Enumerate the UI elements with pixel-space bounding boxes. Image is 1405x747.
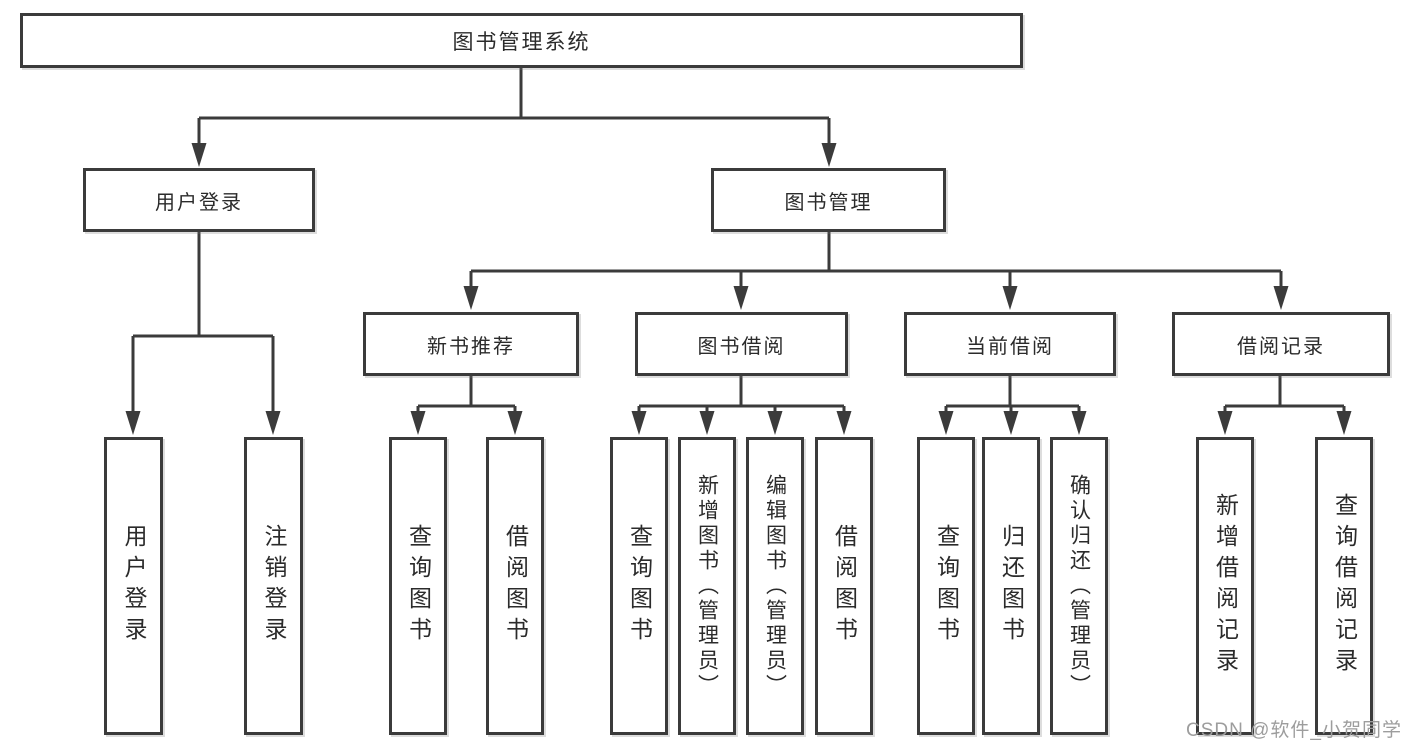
arrowhead (1071, 411, 1087, 435)
arrowhead (631, 411, 647, 435)
node-borrow-records: 借阅记录 (1172, 312, 1390, 376)
leaf-current-query-books: 查询图书 (917, 437, 975, 735)
csdn-watermark: CSDN @软件_小贺同学 (1186, 720, 1402, 741)
leaf-newbook-borrow-books: 借阅图书 (486, 437, 544, 735)
node-new-book-recommend: 新书推荐 (363, 312, 579, 376)
leaf-logout: 注销登录 (244, 437, 303, 735)
arrowhead (191, 143, 207, 167)
leaf-newbook-query-books: 查询图书 (389, 437, 447, 735)
arrowhead (767, 411, 783, 435)
arrowhead (410, 411, 426, 435)
node-current-borrow: 当前借阅 (904, 312, 1116, 376)
connector-book-management-to-level3 (469, 232, 1283, 290)
arrowheads (125, 143, 1352, 435)
arrowhead (733, 286, 749, 310)
connector-borrow-records-to-leaves (1223, 376, 1346, 414)
connector-book-borrow-to-leaves (637, 376, 846, 414)
arrowhead (507, 411, 523, 435)
connector-new-book-recommend-to-leaves (416, 376, 517, 414)
leaf-borrow-add-books-admin: 新增图书（管理员） (678, 437, 736, 735)
arrowhead (463, 286, 479, 310)
arrowhead (1003, 411, 1019, 435)
node-book-borrow: 图书借阅 (635, 312, 848, 376)
leaf-current-return-books: 归还图书 (982, 437, 1040, 735)
connector-current-borrow-to-leaves (944, 376, 1081, 414)
arrowhead (1273, 286, 1289, 310)
arrowhead (1217, 411, 1233, 435)
connector-user-login-to-leaves (131, 232, 275, 414)
arrowhead (699, 411, 715, 435)
node-user-login: 用户登录 (83, 168, 315, 232)
leaf-records-add-borrow-record: 新增借阅记录 (1196, 437, 1254, 735)
leaf-borrow-query-books: 查询图书 (610, 437, 668, 735)
connector-root-to-level2 (197, 68, 831, 146)
arrowhead (836, 411, 852, 435)
arrowhead (1002, 286, 1018, 310)
leaf-borrow-borrow-books: 借阅图书 (815, 437, 873, 735)
arrowhead (125, 411, 141, 435)
node-library-management-system: 图书管理系统 (20, 13, 1023, 68)
arrowhead (821, 143, 837, 167)
node-book-management: 图书管理 (711, 168, 946, 232)
leaf-records-query-borrow-record: 查询借阅记录 (1315, 437, 1373, 735)
arrowhead (265, 411, 281, 435)
leaf-borrow-edit-books-admin: 编辑图书（管理员） (746, 437, 804, 735)
leaf-current-confirm-return-admin: 确认归还（管理员） (1050, 437, 1108, 735)
arrowhead (938, 411, 954, 435)
leaf-user-login: 用户登录 (104, 437, 163, 735)
arrowhead (1336, 411, 1352, 435)
